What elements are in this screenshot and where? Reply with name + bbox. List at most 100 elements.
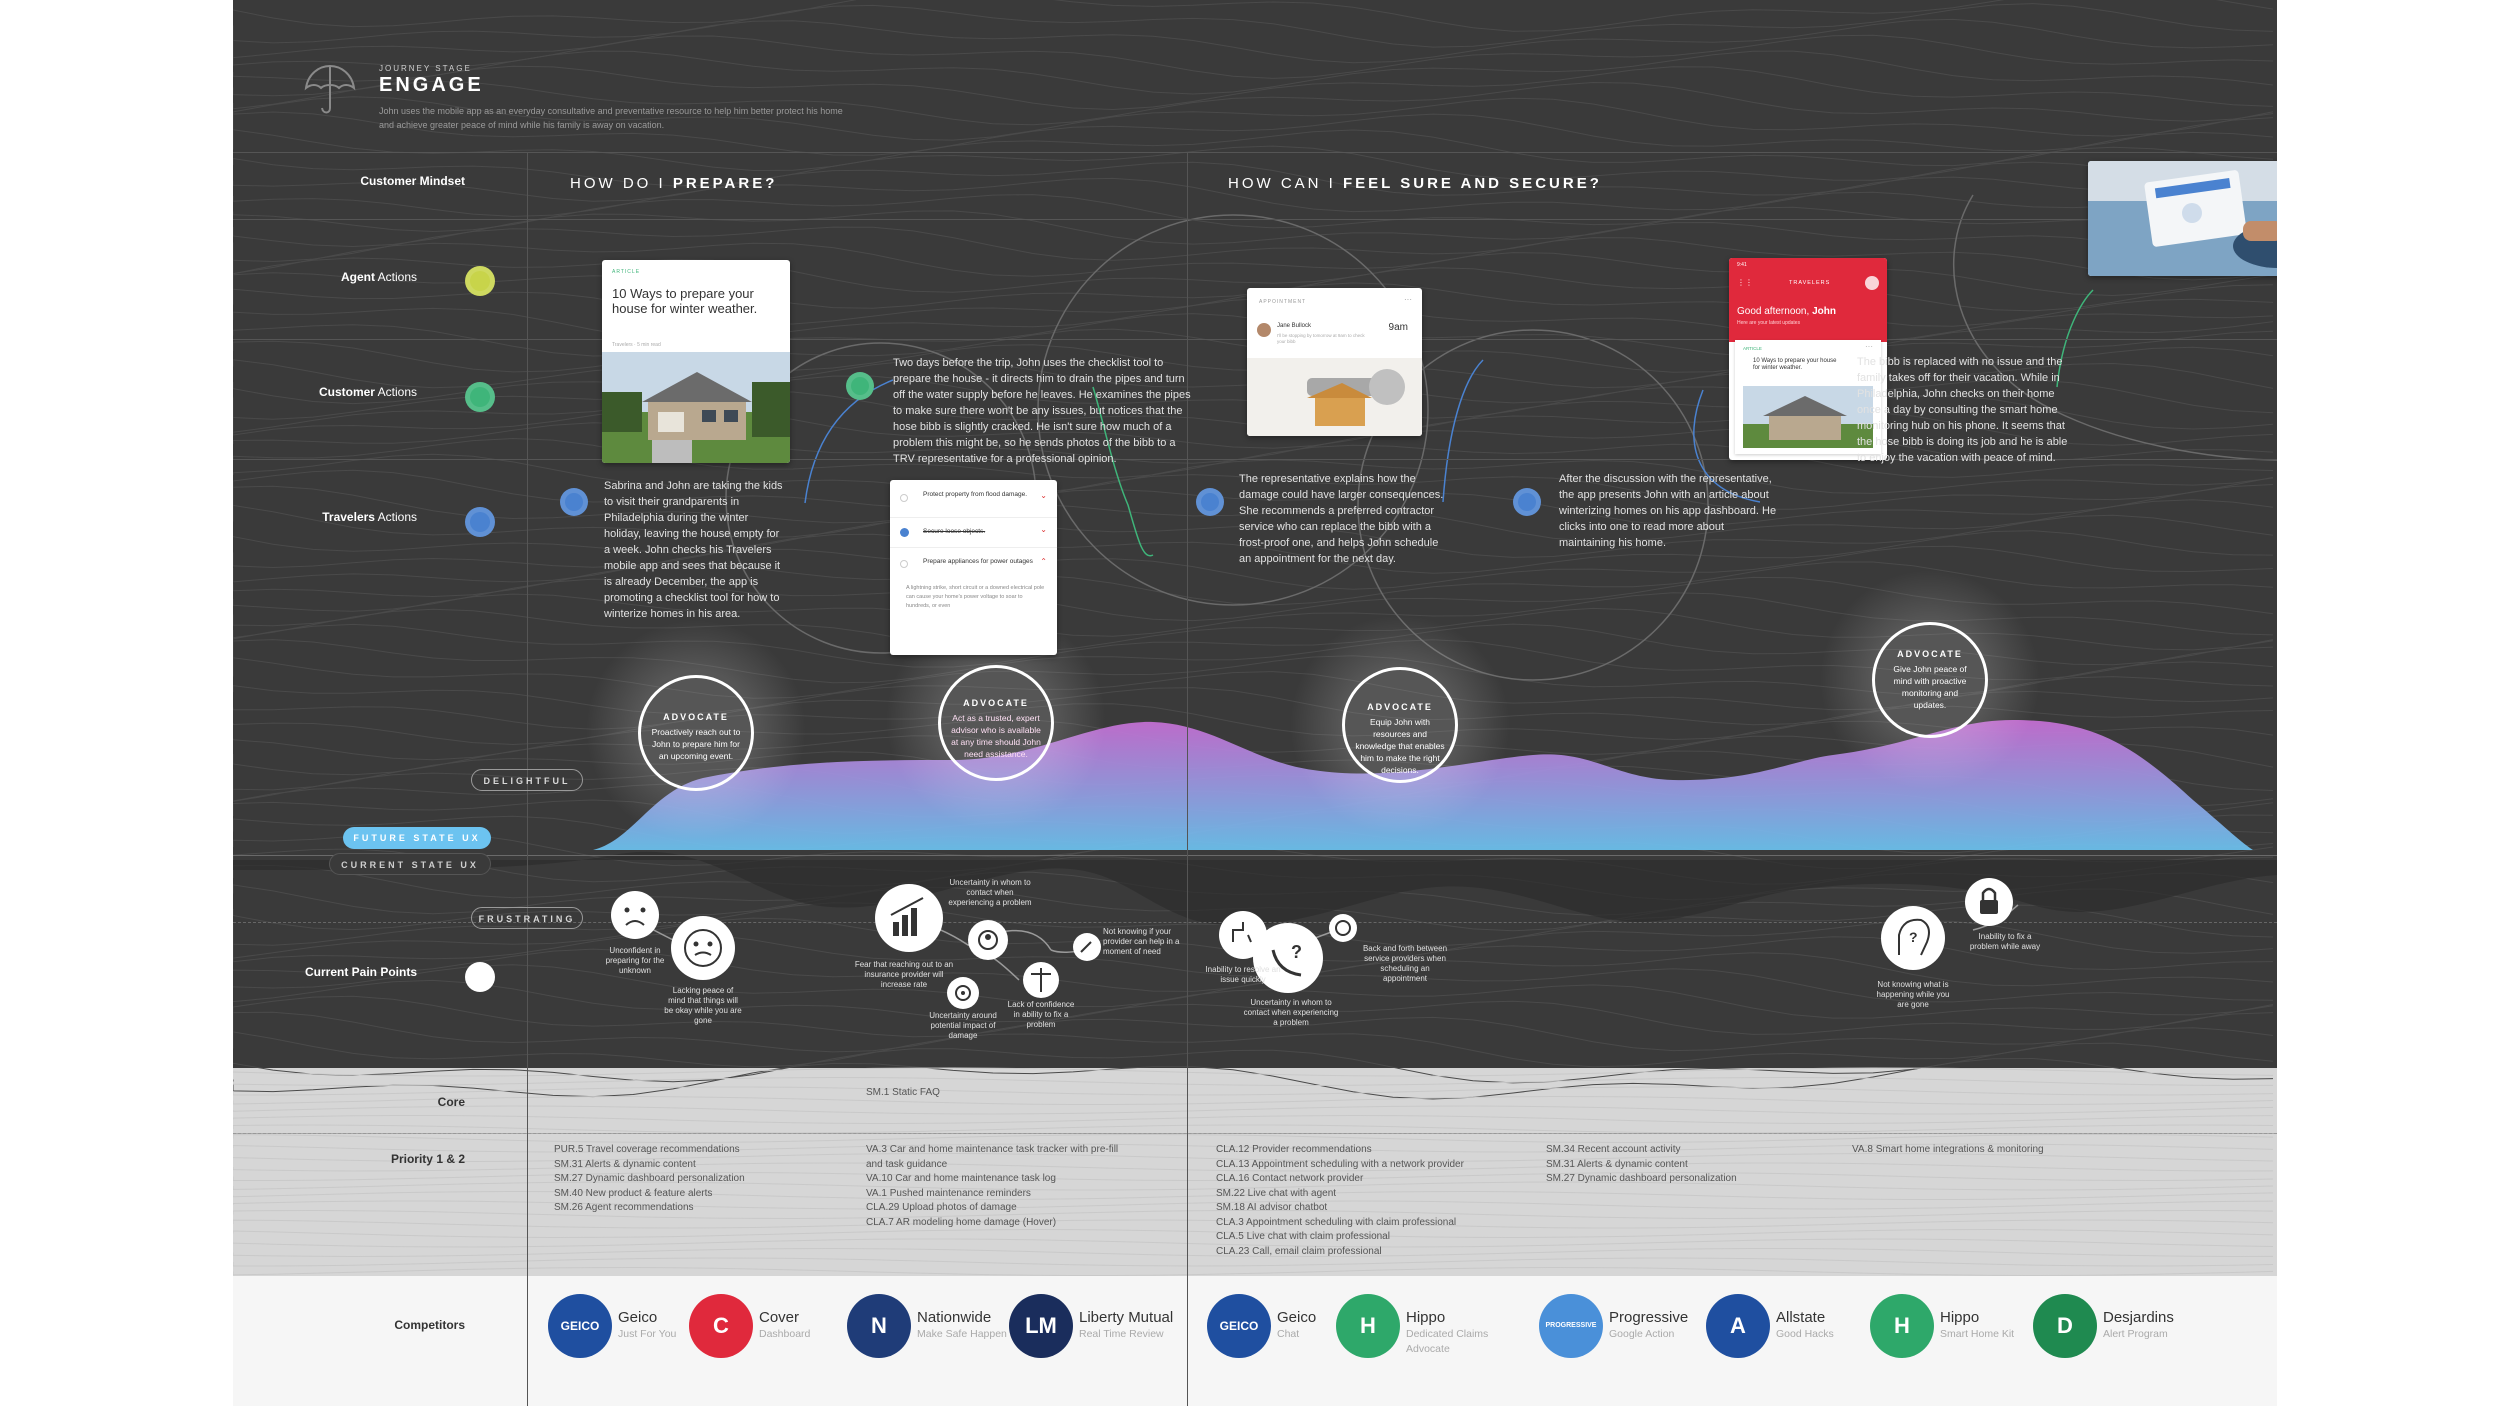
feature-item: CLA.16 Contact network provider: [1216, 1173, 1364, 1184]
narrative-2: Two days before the trip, John uses the …: [893, 357, 1191, 465]
contour-line: [233, 111, 2274, 156]
competitor-feature: Real Time Review: [1079, 1328, 1164, 1340]
checklist-item[interactable]: Prepare appliances for power outages ⌃ A…: [890, 548, 1057, 655]
article-card[interactable]: ARTICLE 10 Ways to prepare your house fo…: [602, 260, 790, 463]
contour-line: [233, 1162, 2274, 1172]
competitor-logo: C: [689, 1294, 753, 1358]
stage-kicker: JOURNEY STAGE: [379, 64, 472, 73]
divider: [233, 219, 2277, 220]
worried-face-icon: [671, 916, 735, 980]
dashboard-article[interactable]: ARTICLE ··· 10 Ways to prepare your hous…: [1735, 340, 1881, 454]
feature-item: SM.26 Agent recommendations: [554, 1202, 694, 1213]
contour-line: [233, 1152, 2274, 1163]
pain-point-text: Lacking peace of mind that things will b…: [664, 986, 742, 1025]
feature-item: CLA.7 AR modeling home damage (Hover): [866, 1216, 1057, 1228]
agent-dot: [465, 266, 495, 296]
contour-line: [233, 1124, 2274, 1134]
contour-line: [233, 96, 2274, 141]
competitor-feature: Smart Home Kit: [1940, 1328, 2015, 1340]
wrench-icon: [1073, 933, 1101, 961]
competitor-logo: H: [1870, 1294, 1934, 1358]
pain-point-text: Back and forth between service providers…: [1362, 944, 1448, 983]
contour-line: [233, 18, 2274, 64]
stage-title: ENGAGE: [379, 74, 484, 96]
row-label-agent: Agent Actions: [340, 270, 417, 284]
column-divider: [1187, 152, 1188, 1406]
competitor-feature: Alert Program: [2103, 1328, 2168, 1340]
pain-point-text: Fear that reaching out to an insurance p…: [854, 960, 954, 989]
pain-point-text: Not knowing what is happening while you …: [1876, 980, 1950, 1009]
row-label-mindset: Customer Mindset: [360, 174, 465, 188]
row-label-customer: Customer Actions: [318, 385, 417, 399]
node-customer-1: [846, 372, 874, 400]
contour-line: [233, 1209, 2274, 1220]
appointment-card[interactable]: APPOINTMENT ··· Jane Bullock 9am I'll be…: [1247, 288, 1422, 436]
contour-line: [233, 964, 2274, 1008]
contour-line: [233, 1219, 2274, 1229]
competitor-feature: Good Hacks: [1776, 1328, 1834, 1340]
row-label-pain-points: Current Pain Points: [304, 965, 417, 979]
avatar: [1865, 276, 1879, 290]
contour-line: [233, 1095, 2274, 1106]
contour-line: [233, 530, 2274, 574]
node-travelers-1: [560, 488, 588, 516]
contour-line: [233, 65, 2274, 111]
contour-line: [233, 1076, 2274, 1087]
sad-face-icon: [611, 891, 659, 939]
pain-point-text: Uncertainty in whom to contact when expe…: [1243, 998, 1339, 1027]
contour-line: [233, 297, 2274, 343]
rising-chart-icon: [875, 884, 943, 952]
feature-item: SM.27 Dynamic dashboard personalization: [554, 1173, 745, 1184]
divider: [233, 152, 2277, 153]
contour-line: [233, 129, 2274, 172]
contour-line: [233, 313, 2274, 358]
article-title: 10 Ways to prepare your house for winter…: [612, 286, 758, 316]
core-feature: SM.1 Static FAQ: [866, 1087, 940, 1098]
competitor-logo: GEICO: [548, 1294, 612, 1358]
pain-point-text: Unconfident in preparing for the unknown: [605, 946, 665, 975]
competitor-logo: GEICO: [1207, 1294, 1271, 1358]
pain-point-text: Not knowing if your provider can help in…: [1103, 927, 1180, 956]
contour-line: [233, 3, 2274, 48]
row-label-priority: Priority 1 & 2: [390, 1152, 465, 1166]
contour-line: [233, 80, 2274, 126]
pain-dot: [465, 962, 495, 992]
divider: [233, 1133, 2277, 1134]
dashboard-header: 9:41 ⋮⋮ TRAVELERS Good afternoon, John H…: [1729, 258, 1887, 342]
dashboard-card[interactable]: 9:41 ⋮⋮ TRAVELERS Good afternoon, John H…: [1729, 258, 1887, 460]
divider: [233, 459, 2277, 460]
contour-line: [233, 484, 2274, 526]
contour-line: [233, 221, 2274, 265]
checklist-card[interactable]: Protect property from flood damage. ⌄ Se…: [890, 480, 1057, 655]
competitor-feature: Just For You: [618, 1328, 677, 1340]
question-prepare: HOW DO I PREPARE?: [570, 175, 778, 192]
customer-dot: [465, 382, 495, 412]
pain-point-text: Uncertainty in whom to contact when expe…: [948, 878, 1032, 907]
contour-line: [233, 545, 2274, 590]
feature-item: PUR.5 Travel coverage recommendations: [554, 1144, 740, 1155]
contour-line: [233, 1228, 2274, 1239]
competitor-name: Allstate: [1776, 1309, 1826, 1326]
checklist-item[interactable]: Secure loose objects. ⌄: [890, 518, 1057, 548]
head-question-icon: ?: [1881, 906, 1945, 970]
competitor-feature: Google Action: [1609, 1328, 1675, 1340]
contour-line: [233, 1011, 2274, 1053]
competitor-name: Desjardins: [2103, 1309, 2174, 1326]
contour-line: [233, 979, 2274, 1023]
contour-line: [233, 469, 2274, 510]
contour-line: [233, 1105, 2274, 1115]
house-photo: [602, 352, 790, 463]
feature-item: CLA.3 Appointment scheduling with claim …: [1216, 1216, 1457, 1228]
competitor-logo: N: [847, 1294, 911, 1358]
competitor-feature: Dedicated Claims Advocate: [1406, 1328, 1489, 1355]
checklist-item[interactable]: Protect property from flood damage. ⌄: [890, 480, 1057, 518]
contour-line: [233, 1238, 2274, 1248]
travelers-dot: [465, 507, 495, 537]
narrative-5: The bibb is replaced with no issue and t…: [1857, 356, 2068, 464]
contour-line: [233, 1067, 2274, 1077]
competitor-logo: A: [1706, 1294, 1770, 1358]
contour-line: [233, 0, 2274, 32]
